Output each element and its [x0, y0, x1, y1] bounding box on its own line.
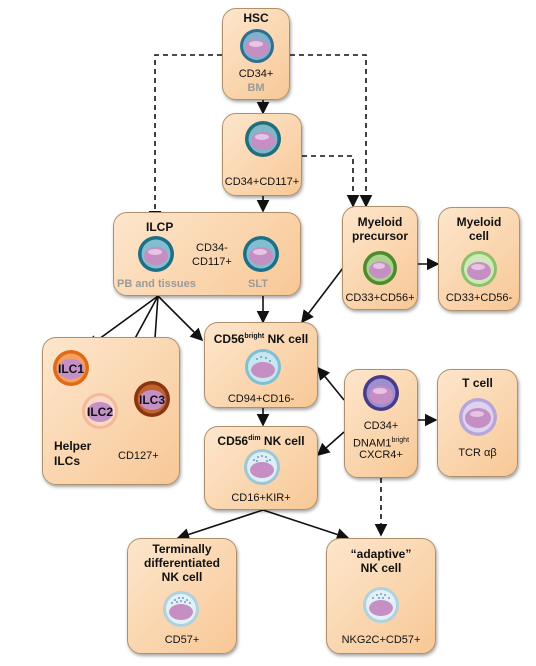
myeloid-cell-marker: CD33+CD56- — [445, 292, 513, 304]
arrow-prog-to-myeloid — [302, 155, 360, 208]
cd56bright-title-main: CD56 — [213, 332, 245, 346]
tcell-marker: TCR αβ — [458, 447, 497, 459]
ilcp-slt-cell-icon — [243, 236, 279, 272]
myeloid-cell-icon — [461, 251, 497, 287]
cd56bright-cell-icon — [245, 349, 281, 385]
ilc1-cell-icon — [53, 350, 89, 386]
terminal-line2: differentiated — [143, 556, 220, 570]
ilc2-cell-icon — [82, 393, 118, 429]
ilcp-marker-line1: CD34- — [196, 242, 228, 254]
cd34dnam-cell-icon — [363, 375, 399, 411]
ilc3-cell-icon — [134, 381, 170, 417]
arrow-hsc-to-ilcp — [148, 54, 222, 224]
tcell-cell-icon — [459, 398, 497, 436]
ilcp-location-right: SLT — [248, 278, 268, 290]
progenitor-marker: CD34+CD117+ — [224, 176, 300, 188]
cd34dnam-line2-sup: bright — [391, 437, 410, 444]
cd56dim-cell-icon — [244, 449, 280, 485]
terminal-cell-icon — [163, 591, 199, 627]
cd34dnam-line2-main: DNAM1 — [352, 437, 392, 450]
cd34dnam-line2: DNAM1bright — [344, 434, 418, 451]
arrow-dim-to-adaptive — [262, 509, 350, 541]
tcell-title: T cell — [462, 376, 493, 390]
terminal-marker: CD57+ — [164, 634, 200, 646]
arrow-ilcp-to-bright-diag — [157, 295, 204, 342]
cd34dnam-line1: CD34+ — [363, 420, 399, 432]
arrow-cd34dnam-to-bright — [316, 366, 345, 401]
adaptive-marker: NKG2C+CD57+ — [341, 634, 421, 646]
arrow-cd34dnam-to-dim — [316, 431, 345, 457]
ilcp-title: ILCP — [146, 220, 174, 234]
cd56bright-title-rest: NK cell — [264, 332, 309, 346]
helper-title-line2: ILCs — [54, 454, 81, 468]
ilcp-cell-icon — [138, 236, 174, 272]
myeloid-precursor-title-line2: precursor — [351, 229, 409, 243]
arrow-myeloid-to-bright — [301, 263, 347, 324]
cd34dnam-line3: CXCR4+ — [359, 449, 403, 461]
hsc-marker: CD34+ — [238, 68, 274, 80]
arrow-dim-to-terminal — [176, 509, 264, 541]
cd56dim-marker: CD16+KIR+ — [231, 492, 291, 504]
cd56bright-marker: CD94+CD16- — [227, 393, 295, 405]
helper-marker: CD127+ — [118, 450, 159, 462]
cd56dim-title: CD56dim NK cell — [204, 432, 318, 448]
helper-title-line1: Helper — [54, 439, 92, 453]
adaptive-line1: “adaptive” — [350, 547, 412, 561]
hsc-location: BM — [247, 82, 265, 94]
myeloid-cell-title-line2: cell — [468, 229, 489, 243]
arrow-hsc-to-myeloid — [290, 54, 373, 208]
hsc-title: HSC — [243, 11, 269, 25]
cd56dim-title-main: CD56 — [217, 434, 249, 448]
ilc3-label: ILC3 — [138, 393, 165, 407]
cd56dim-title-sup: dim — [248, 435, 261, 442]
myeloid-cell-title-line1: Myeloid — [456, 215, 502, 229]
ilc1-label: ILC1 — [57, 362, 84, 376]
hsc-cell-icon — [240, 29, 274, 63]
ilcp-marker-line2: CD117+ — [192, 256, 232, 268]
myeloid-precursor-title-line1: Myeloid — [357, 215, 403, 229]
cd56bright-title-sup: bright — [244, 333, 265, 340]
myeloid-precursor-cell-icon — [363, 251, 397, 285]
ilcp-location-left: PB and tissues — [117, 278, 196, 290]
terminal-line1: Terminally — [152, 542, 212, 556]
cd56dim-title-rest: NK cell — [260, 434, 305, 448]
ilc2-label: ILC2 — [86, 405, 113, 419]
adaptive-line2: NK cell — [360, 561, 402, 575]
adaptive-cell-icon — [363, 587, 399, 623]
cd56bright-title: CD56bright NK cell — [204, 330, 318, 346]
terminal-line3: NK cell — [161, 570, 203, 584]
myeloid-precursor-marker: CD33+CD56+ — [345, 292, 415, 304]
progenitor-cell-icon — [245, 121, 281, 157]
